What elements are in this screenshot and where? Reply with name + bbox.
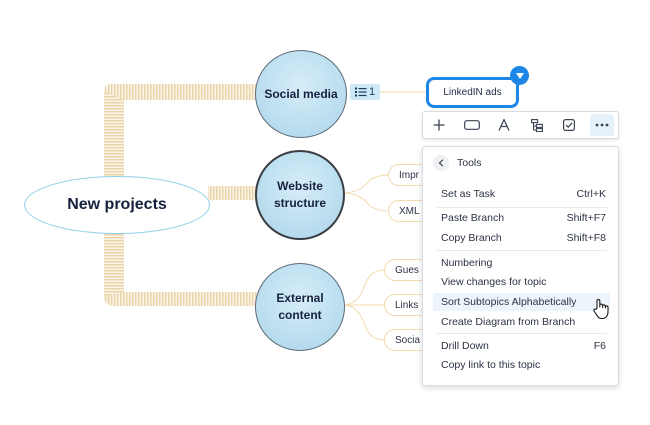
subtopic[interactable]: XML: [388, 200, 422, 222]
shape-button[interactable]: [460, 114, 484, 136]
menu-item-view-changes[interactable]: View changes for topic: [433, 273, 610, 291]
menu-divider: [437, 250, 607, 251]
subtopic[interactable]: Impr: [388, 164, 422, 186]
menu-item-shortcut: F6: [593, 340, 606, 352]
menu-item-shortcut: Ctrl+K: [576, 188, 606, 200]
task-icon: [563, 119, 576, 131]
topic-label-line: External: [276, 291, 324, 305]
central-topic-label: New projects: [67, 196, 167, 213]
shape-icon: [463, 120, 480, 130]
connector-social: [104, 84, 258, 100]
text-format-icon: [498, 119, 510, 131]
menu-item-sort-subtopics[interactable]: Sort Subtopics Alphabetically: [433, 293, 610, 311]
topic-label: LinkedIN ads: [443, 87, 502, 98]
menu-item-set-as-task[interactable]: Set as Task Ctrl+K: [433, 185, 610, 203]
triangle-down-icon: [515, 72, 524, 79]
subtopic-label: Gues: [395, 265, 419, 276]
menu-item-label: Drill Down: [441, 340, 489, 352]
topic-label: Social media: [264, 86, 338, 101]
subtopic[interactable]: Socia: [384, 329, 422, 351]
menu-item-paste-branch[interactable]: Paste Branch Shift+F7: [433, 209, 610, 227]
menu-item-shortcut: Shift+F7: [566, 212, 606, 224]
topic-external-content[interactable]: External content: [255, 263, 345, 351]
connector-website: [208, 186, 258, 200]
subtopic-label: Impr: [399, 170, 419, 181]
add-topic-button[interactable]: [427, 114, 451, 136]
task-button[interactable]: [557, 114, 581, 136]
connector-external: [104, 292, 258, 306]
menu-item-copy-link[interactable]: Copy link to this topic: [433, 356, 610, 374]
subtopic-label: Socia: [395, 335, 421, 346]
menu-item-label: Copy Branch: [441, 232, 502, 244]
chevron-left-icon: [438, 159, 444, 167]
menu-item-shortcut: Shift+F8: [566, 232, 606, 244]
more-icon: [595, 123, 609, 127]
topic-label-line: content: [278, 308, 322, 322]
menu-item-label: Set as Task: [441, 188, 496, 200]
menu-divider: [437, 207, 607, 208]
plus-icon: [433, 119, 445, 131]
topic-linkedin-ads[interactable]: LinkedIN ads: [426, 77, 519, 108]
topic-label-line: structure: [273, 196, 326, 210]
topic-dropdown-handle[interactable]: [510, 66, 529, 85]
back-button[interactable]: [433, 155, 449, 171]
central-topic[interactable]: New projects: [24, 176, 210, 234]
topic-social-media[interactable]: Social media: [255, 50, 347, 138]
menu-item-label: Numbering: [441, 257, 493, 269]
topic-label-line: Website: [277, 179, 323, 193]
menu-item-label: View changes for topic: [441, 276, 547, 288]
menu-header: Tools: [433, 153, 482, 173]
menu-item-copy-branch[interactable]: Copy Branch Shift+F8: [433, 229, 610, 247]
menu-item-label: Sort Subtopics Alphabetically: [441, 296, 577, 308]
more-button[interactable]: [589, 114, 614, 136]
topic-website-structure[interactable]: Website structure: [255, 150, 345, 240]
menu-item-label: Create Diagram from Branch: [441, 316, 576, 328]
topic-toolbar: [422, 111, 619, 139]
menu-item-label: Copy link to this topic: [441, 359, 541, 371]
subtopic[interactable]: Gues: [384, 259, 422, 281]
menu-item-create-diagram[interactable]: Create Diagram from Branch: [433, 313, 610, 331]
menu-item-numbering[interactable]: Numbering: [433, 254, 610, 272]
tools-context-menu: Tools Set as Task Ctrl+K Paste Branch Sh…: [422, 146, 619, 386]
menu-item-label: Paste Branch: [441, 212, 505, 224]
badge-count: 1: [368, 86, 376, 98]
menu-title: Tools: [457, 157, 482, 169]
subtopic-label: XML: [399, 206, 420, 217]
structure-icon: [530, 118, 543, 132]
subtopic-count-badge[interactable]: 1: [350, 84, 380, 100]
subtopic[interactable]: Links: [384, 294, 422, 316]
menu-divider: [437, 333, 607, 334]
hand-cursor-icon: [593, 299, 609, 320]
subtopic-label: Links: [395, 300, 419, 311]
menu-item-drill-down[interactable]: Drill Down F6: [433, 337, 610, 355]
list-icon: [354, 87, 367, 97]
structure-button[interactable]: [525, 114, 549, 136]
text-format-button[interactable]: [492, 114, 516, 136]
